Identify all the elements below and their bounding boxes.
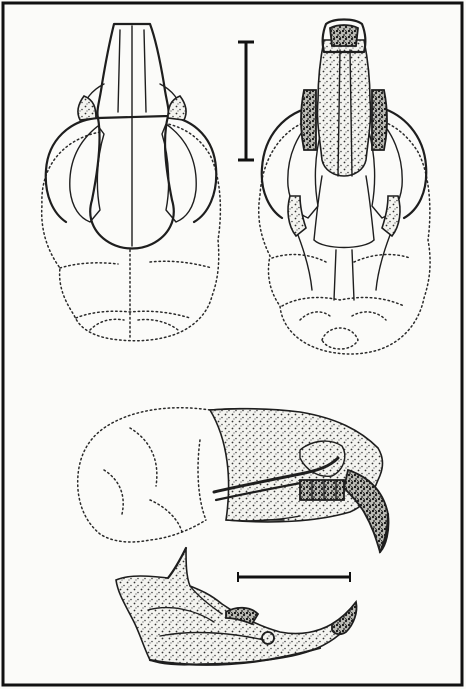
dorsal-view-skull	[42, 24, 221, 341]
horizontal-scale-bar	[238, 572, 350, 582]
mandible-illustration	[116, 548, 357, 665]
vertical-scale-bar	[238, 42, 254, 160]
plate-frame	[3, 3, 462, 685]
ventral-view-skull	[259, 20, 430, 355]
lateral-view-skull	[78, 408, 389, 552]
